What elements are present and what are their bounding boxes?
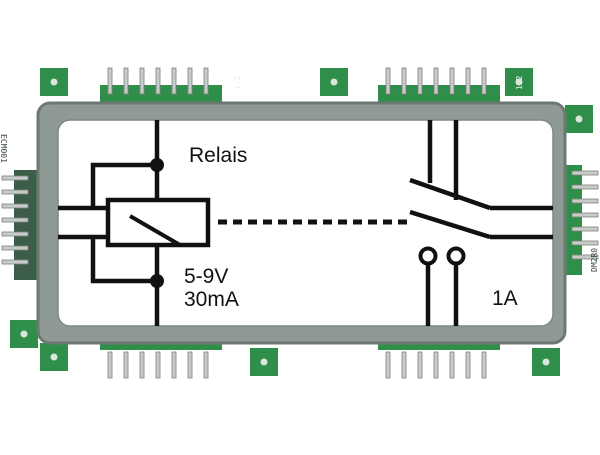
relay-coil-icon xyxy=(105,197,211,248)
relay-label: Relais xyxy=(189,144,248,167)
switch-contact-icon xyxy=(418,246,438,266)
pcb-tabs xyxy=(10,68,593,376)
label-panel xyxy=(57,119,554,327)
schematic xyxy=(58,120,553,326)
pin-label-top-right: 1.2 xyxy=(515,75,524,90)
junction-dot xyxy=(150,274,164,288)
pin-label-right: DM2R0 xyxy=(590,247,599,272)
switch-contact-icon xyxy=(446,246,466,266)
pin-label-top-left: 1.2 xyxy=(233,75,242,90)
voltage-label: 5-9V xyxy=(184,265,229,288)
pin-label-left: ECM001 xyxy=(0,134,8,163)
contact-rating-label: 1A xyxy=(492,287,518,310)
pins-bottom-left xyxy=(107,351,209,379)
current-label: 30mA xyxy=(184,288,239,311)
pins-bottom-right xyxy=(385,351,487,379)
junction-dot xyxy=(150,158,164,172)
